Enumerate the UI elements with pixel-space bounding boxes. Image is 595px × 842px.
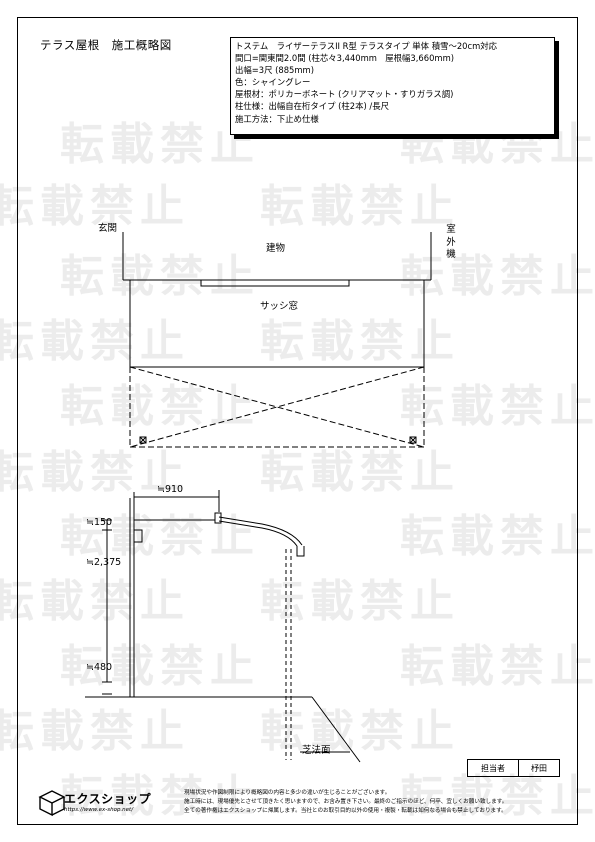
brand-name: エクスショップ — [64, 792, 152, 806]
sash-frame — [200, 279, 350, 287]
height-dimension: ≒2,375 — [86, 557, 122, 568]
plan-view — [122, 232, 432, 448]
note-line: 現場状況や作図制限により概略図の内容と多少の違いが生じることがございます。 — [184, 790, 391, 796]
spec-line: 色：シャイングレー — [235, 77, 311, 88]
box-logo-icon — [38, 790, 66, 817]
section-view — [85, 490, 361, 763]
signature-name: 杼田 — [518, 759, 560, 777]
note-line: 全ての著作権はエクスショップに帰属します。当社とのお取引目的以外の使用・複製・転… — [184, 808, 507, 814]
building-label: 建物 — [266, 243, 286, 254]
ground-label: 芝法面 — [302, 745, 331, 756]
spec-line: 柱仕様：出幅自在桁タイプ (柱2本) /長尺 — [235, 101, 390, 112]
brand-url: https://www.ex-shop.net/ — [64, 807, 134, 813]
signature-label: 担当者 — [467, 759, 519, 777]
post-marker — [139, 436, 147, 444]
spec-line: 屋根材：ポリカーボネート (クリアマット・すりガラス調) — [235, 89, 454, 100]
page-title: テラス屋根 施工概略図 — [40, 38, 172, 52]
spec-line: 施工方法：下止め仕様 — [235, 113, 319, 124]
spec-line: トステム ライザーテラスII R型 テラスタイプ 単体 積雪～20cm対応 — [235, 41, 497, 51]
entrance-label: 玄関 — [98, 223, 118, 234]
spec-line: 出幅=3尺 (885mm) — [235, 65, 314, 76]
spec-line: 間口=関東間2.0間 (柱芯々3,440mm 屋根幅3,660mm) — [235, 53, 454, 64]
post-marker — [409, 436, 417, 444]
gap-top-dimension: ≒150 — [86, 517, 113, 528]
outdoor-unit-label: 室 外 機 — [446, 224, 456, 260]
page-frame — [17, 17, 578, 825]
depth-dimension: ≒910 — [157, 484, 184, 495]
roof-outline — [129, 366, 425, 448]
gap-bottom-dimension: ≒480 — [86, 662, 113, 673]
footer-notes: 現場状況や作図制限により概略図の内容と多少の違いが生じることがございます。 施工… — [184, 789, 554, 816]
note-line: 施工時には、現場優先とさせて頂きたく思いますので、お含み置き下さい。最終のご指示… — [184, 799, 508, 805]
spec-box: トステム ライザーテラスII R型 テラスタイプ 単体 積雪～20cm対応 間口… — [230, 37, 555, 135]
sash-window-label: サッシ窓 — [260, 301, 299, 312]
